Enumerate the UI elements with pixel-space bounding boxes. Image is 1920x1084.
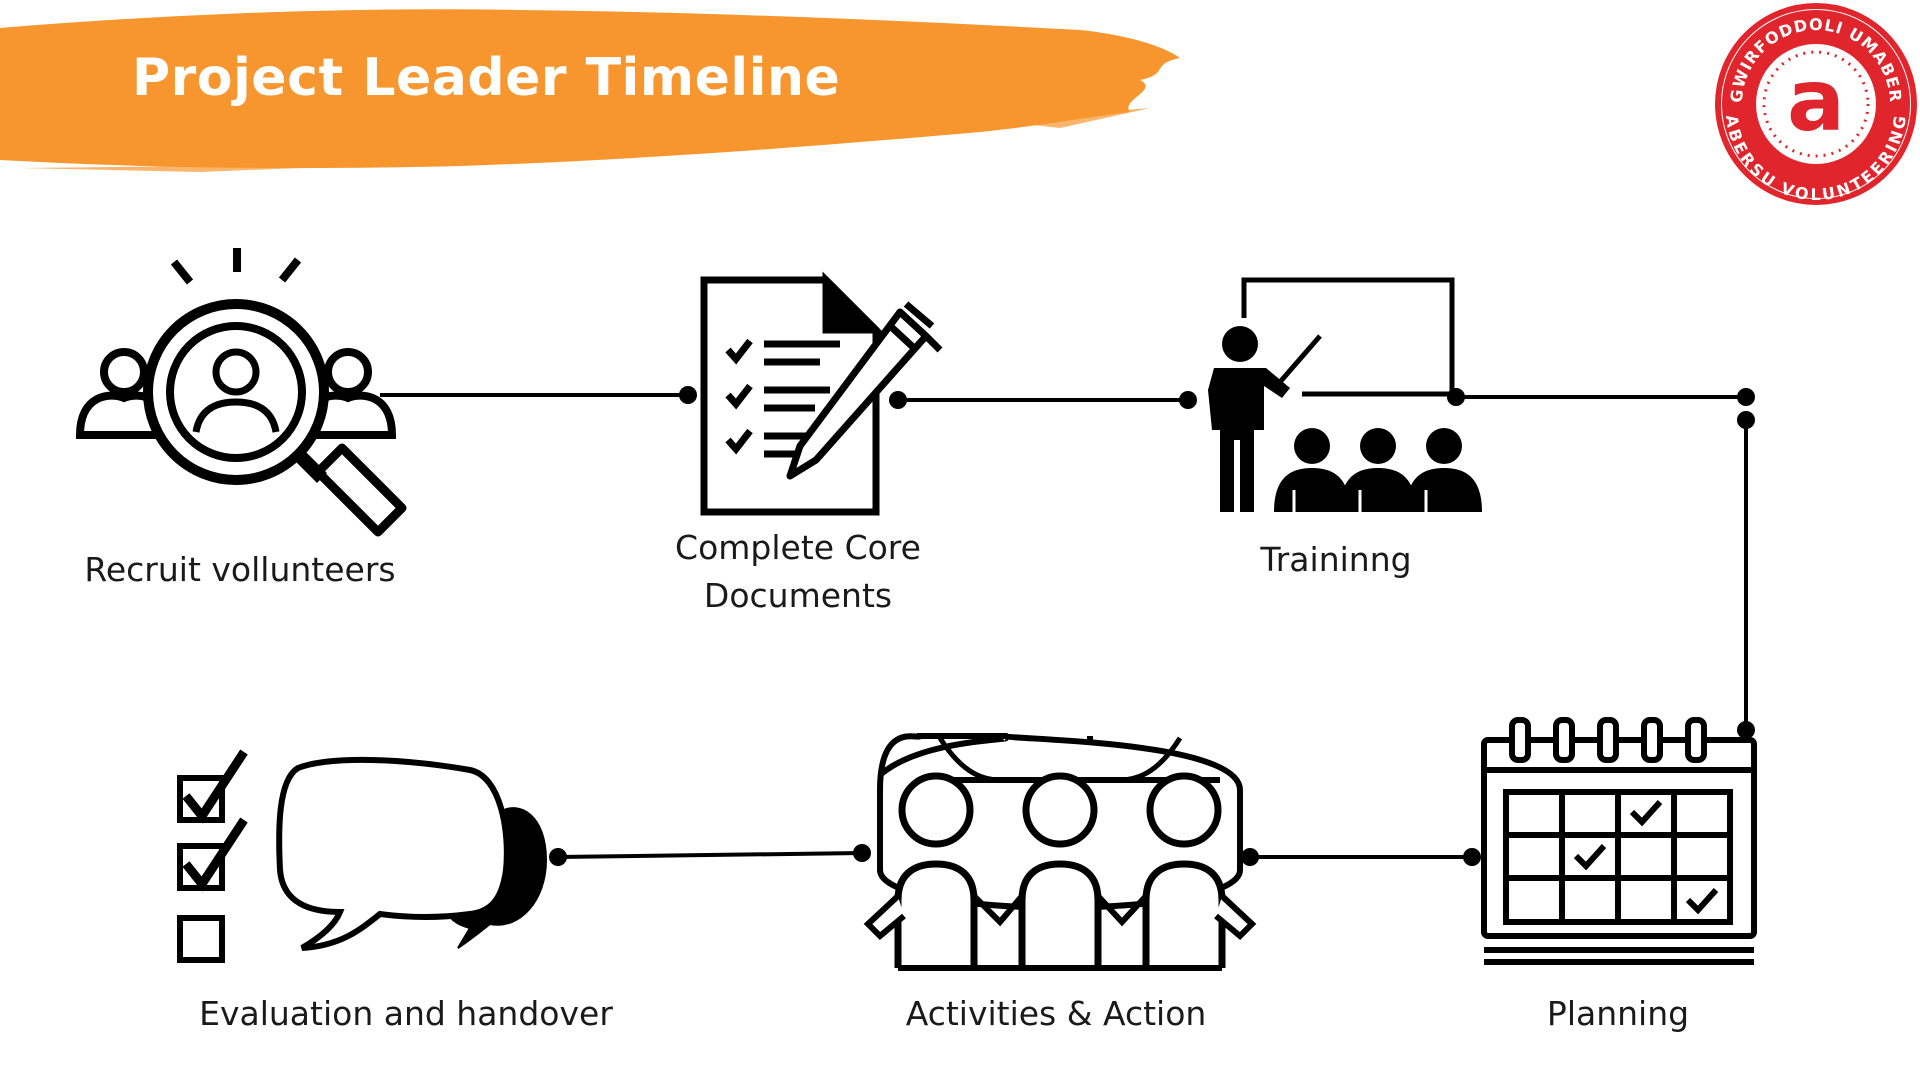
- step-label-training: Traininng: [1260, 536, 1411, 584]
- step-label-line: Recruit vollunteers: [84, 550, 396, 589]
- step-label-recruit: Recruit vollunteers: [84, 546, 395, 594]
- header-banner: [0, 9, 1180, 172]
- step-label-planning: Planning: [1547, 990, 1689, 1038]
- step-label-line: Traininng: [1260, 540, 1412, 579]
- step-label-line: Complete Core: [675, 528, 921, 567]
- connector-lines: [380, 393, 1748, 859]
- document-checklist-pen-icon: [700, 271, 943, 516]
- page-title: Project Leader Timeline: [132, 48, 841, 108]
- step-label-line: Planning: [1546, 994, 1690, 1033]
- presenter-whiteboard-audience-icon: [1208, 277, 1482, 512]
- step-label-line: Evaluation and handover: [199, 994, 613, 1033]
- people-holding-hands-icon: [863, 733, 1257, 971]
- checklist-speech-bubble-icon: [177, 749, 548, 963]
- step-label-line: Documents: [703, 576, 893, 615]
- step-label-line: Activities & Action: [905, 994, 1207, 1033]
- recruit-magnifier-people-icon: [75, 248, 407, 537]
- step-label-activities: Activities & Action: [906, 990, 1207, 1038]
- step-label-evaluation: Evaluation and handover: [199, 990, 613, 1038]
- logo-letter: a: [1787, 51, 1845, 151]
- step-label-documents: Complete Core Documents: [675, 524, 921, 620]
- abersu-logo: GWIRFODDOLI UMABER ABERSU VOLUNTEERING a: [1715, 3, 1917, 205]
- calendar-checks-icon: [1481, 717, 1757, 965]
